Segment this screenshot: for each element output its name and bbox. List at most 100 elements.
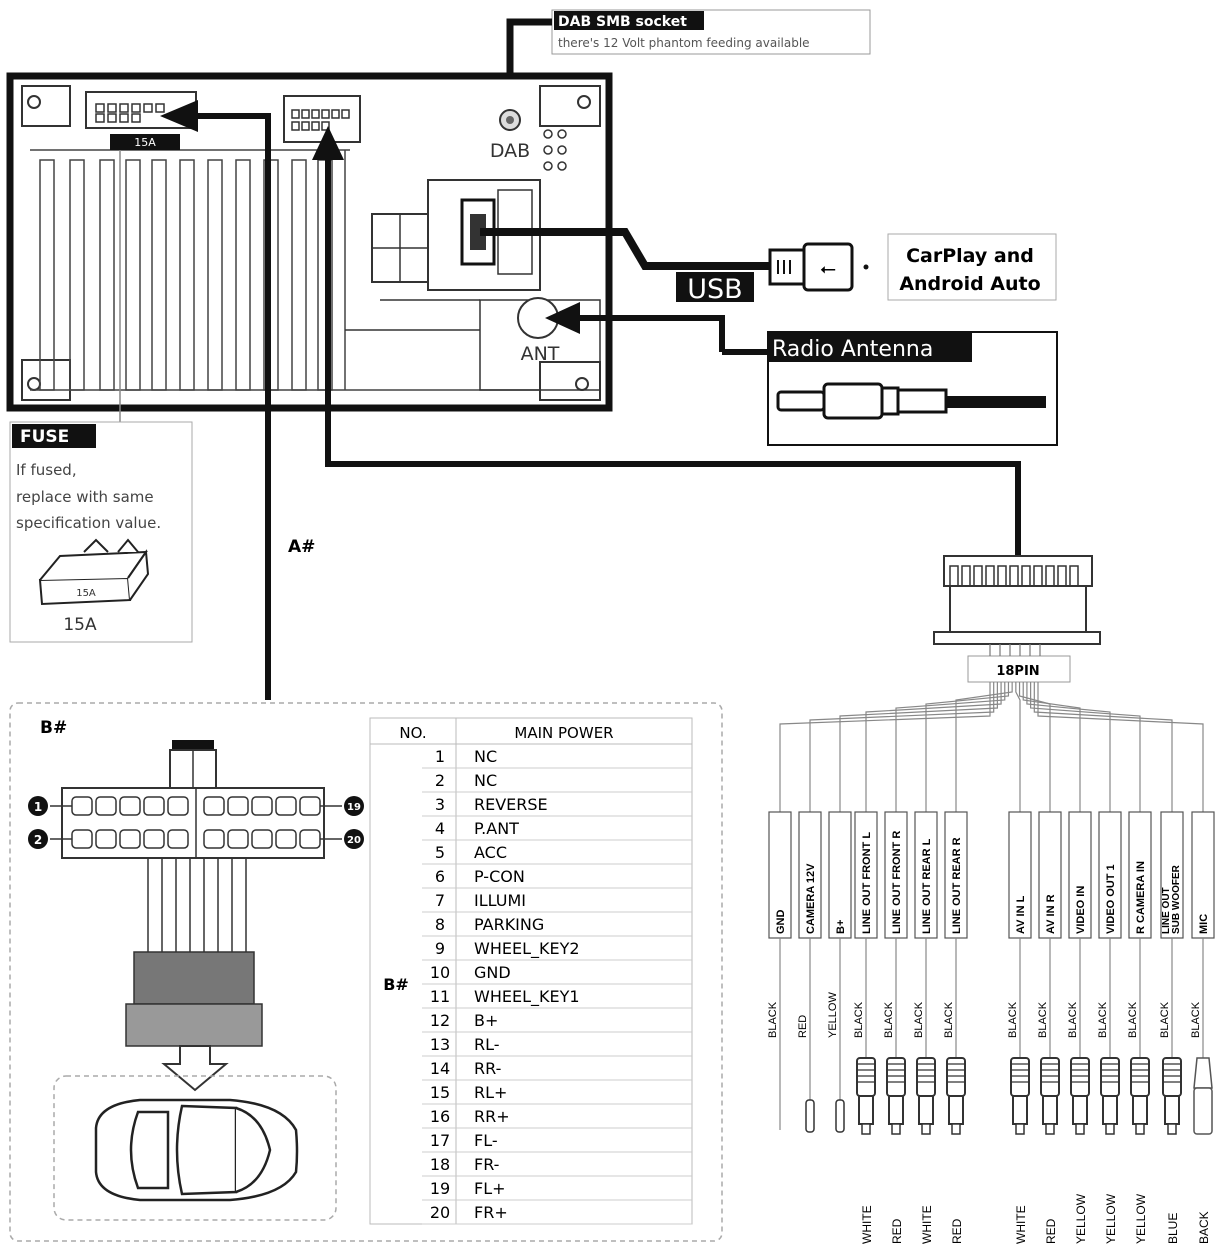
harness-wire: AV IN L BLACK WHITE [1007, 682, 1032, 1244]
plug-color-label: BLUE [1166, 1213, 1180, 1244]
b-hash-label: B# [40, 718, 67, 738]
table-cell-no: 20 [430, 1203, 450, 1222]
wire-function-label: VIDEO OUT 1 [1105, 864, 1117, 934]
rca-plug-icon [916, 1057, 936, 1135]
dab-panel-label: DAB [490, 140, 530, 162]
plug-color-label: WHITE [860, 1205, 874, 1244]
antenna-plug-icon [776, 390, 826, 412]
rca-plug-icon [886, 1057, 906, 1135]
wire-function-label: LINE OUT [1161, 887, 1172, 934]
table-cell-no: 7 [435, 891, 445, 910]
wire-color-label: BLACK [1037, 1001, 1049, 1038]
wire-function-label: AV IN L [1015, 895, 1027, 934]
table-cell-function: FL- [474, 1131, 498, 1150]
table-row: 7 ILLUMI [422, 891, 692, 913]
rca-plug-icon [1070, 1057, 1090, 1135]
wire-color-label: YELLOW [827, 992, 839, 1038]
table-cell-function: PARKING [474, 915, 544, 934]
table-cell-function: RR- [474, 1059, 501, 1078]
carplay-line1: CarPlay and [906, 245, 1034, 267]
fuse-line3: specification value. [16, 514, 161, 532]
fuse-box: FUSE If fused, replace with same specifi… [9, 421, 193, 643]
plug-color-label: WHITE [1014, 1205, 1028, 1244]
dab-title: DAB SMB socket [558, 14, 687, 30]
plug-color-label: YELLOW [1074, 1193, 1088, 1244]
table-cell-function: RL+ [474, 1083, 507, 1102]
carplay-line2: Android Auto [899, 273, 1040, 295]
table-cell-function: FL+ [474, 1179, 506, 1198]
wire-function-label: LINE OUT FRONT R [891, 831, 903, 934]
wire-color-label: BLACK [1159, 1001, 1171, 1038]
wire-color-label: RED [797, 1015, 809, 1038]
fuse-body-text: 15A [76, 588, 96, 599]
rca-plug-icon [1010, 1057, 1030, 1135]
wire-color-label: BLACK [1007, 1001, 1019, 1038]
wire-color-label: BLACK [1067, 1001, 1079, 1038]
rca-plug-icon [856, 1057, 876, 1135]
table-cell-function: WHEEL_KEY2 [474, 939, 580, 959]
wire-function-label: AV IN R [1045, 894, 1057, 934]
car-icon [94, 1098, 299, 1202]
table-row: 20 FR+ [422, 1203, 692, 1225]
harness-wire: LINE OUT FRONT R BLACK RED [883, 682, 1006, 1244]
wire-routes [119, 113, 1021, 700]
b-connector-box: B# 1 2 19 20 [9, 702, 723, 1242]
harness-pin-label: 18PIN [996, 664, 1039, 679]
table-cell-function: FR+ [474, 1203, 508, 1222]
table-header-no: NO. [399, 724, 426, 742]
wire-color-label: BLACK [1127, 1001, 1139, 1038]
rca-plug-icon [946, 1057, 966, 1135]
pin-terminal-icon [835, 1058, 845, 1133]
rca-plug-icon [1040, 1057, 1060, 1135]
table-cell-no: 15 [430, 1083, 450, 1102]
plug-color-label: RED [950, 1218, 964, 1244]
harness-wire: B+ YELLOW [827, 682, 998, 1133]
wire-color-label: BLACK [913, 1001, 925, 1038]
rca-plug-icon [1130, 1057, 1150, 1135]
fuse-rating: 15A [63, 615, 97, 635]
table-cell-function: RR+ [474, 1107, 510, 1126]
table-cell-no: 2 [435, 771, 445, 790]
plug-color-label: WHITE [920, 1205, 934, 1244]
table-row: 9 WHEEL_KEY2 [422, 939, 692, 961]
harness-wire: VIDEO OUT 1 BLACK YELLOW [1026, 682, 1122, 1244]
wire-function-label: MIC [1198, 914, 1210, 934]
wire-function-label: LINE OUT REAR R [951, 837, 963, 934]
head-unit-panel: 15A DAB ANT [6, 72, 613, 412]
wire-function-label: B+ [835, 920, 847, 934]
table-cell-function: B+ [474, 1011, 498, 1030]
table-cell-no: 5 [435, 843, 445, 862]
usb-label: USB [687, 274, 742, 305]
connector-b-pins [71, 796, 321, 849]
table-cell-no: 11 [430, 987, 450, 1006]
table-cell-function: ILLUMI [474, 891, 526, 910]
plug-color-label: RED [890, 1218, 904, 1244]
table-cell-function: NC [474, 747, 497, 766]
table-cell-no: 9 [435, 939, 445, 958]
down-arrow-icon [161, 1045, 229, 1092]
table-cell-no: 1 [435, 747, 445, 766]
table-cell-function: ACC [474, 843, 507, 862]
wire-color-label: BLACK [883, 1001, 895, 1038]
table-cell-function: GND [474, 963, 511, 982]
table-cell-function: FR- [474, 1155, 499, 1174]
